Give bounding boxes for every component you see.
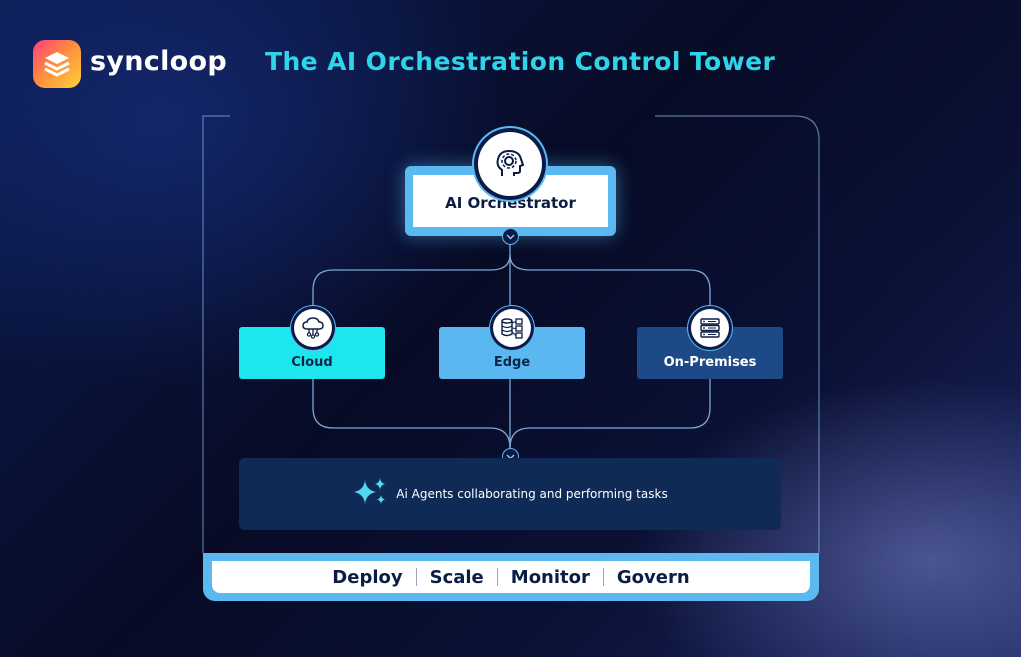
brand-name: syncloop	[90, 46, 227, 77]
footer-divider	[602, 568, 604, 586]
syncloop-logo-icon	[33, 40, 81, 88]
footer-monitor: Monitor	[510, 566, 590, 588]
footer-deploy: Deploy	[332, 566, 403, 588]
node-edge-label: Edge	[493, 355, 531, 370]
edge-database-icon	[493, 309, 531, 347]
orchestrator-label: AI Orchestrator	[445, 194, 576, 212]
node-cloud-label: Cloud	[291, 355, 333, 370]
cloud-network-icon	[294, 309, 332, 347]
footer-divider	[415, 568, 417, 586]
brain-gear-icon	[478, 132, 542, 196]
footer-bar: Deploy Scale Monitor Govern	[212, 561, 810, 593]
agents-label: Ai Agents collaborating and performing t…	[396, 487, 668, 501]
footer-govern: Govern	[616, 566, 690, 588]
server-rack-icon	[691, 309, 729, 347]
orchestrator-box: AI Orchestrator	[413, 175, 608, 227]
chevron-down-icon	[502, 228, 519, 245]
sparkles-icon	[352, 476, 388, 512]
footer-divider	[496, 568, 498, 586]
node-on-premises-label: On-Premises	[663, 355, 757, 370]
diagram-title: The AI Orchestration Control Tower	[265, 47, 776, 76]
agents-panel: Ai Agents collaborating and performing t…	[239, 458, 781, 530]
footer-scale: Scale	[429, 566, 484, 588]
